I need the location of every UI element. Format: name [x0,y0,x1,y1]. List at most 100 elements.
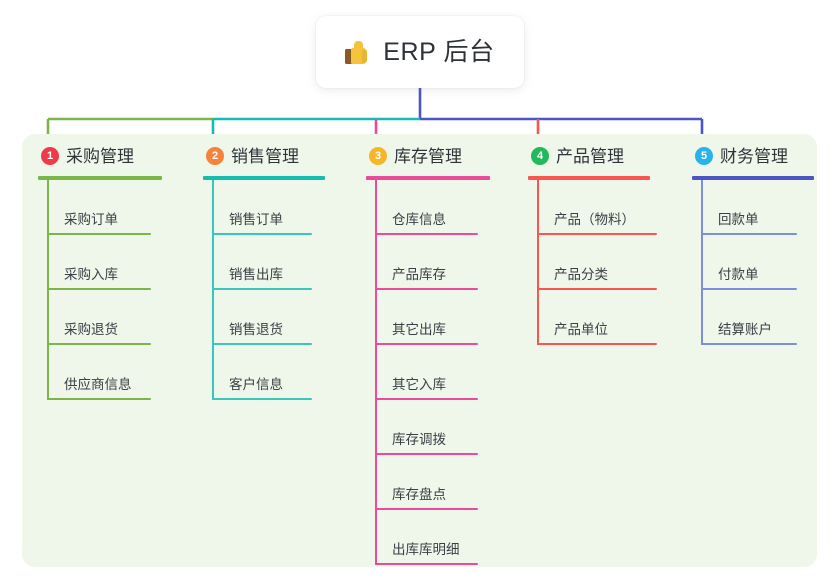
branch-header-rule-2 [203,176,325,180]
branch-item[interactable]: 其它入库 [366,345,490,400]
branch-item[interactable]: 产品单位 [528,290,657,345]
branch-item[interactable]: 其它出库 [366,290,490,345]
branch-item[interactable]: 销售订单 [203,180,325,235]
branch-header-rule-3 [366,176,490,180]
thumbs-up-icon [345,39,372,66]
branch-item[interactable]: 产品库存 [366,235,490,290]
branch-item-rule [701,233,797,235]
branch-spine-4 [537,180,539,345]
branch-header-rule-1 [38,176,162,180]
branch-item-label: 产品分类 [554,266,608,282]
branch-item-label: 销售订单 [229,211,283,227]
branch-item[interactable]: 采购入库 [38,235,162,290]
branch-item-label: 采购订单 [64,211,118,227]
branch-item[interactable]: 销售退货 [203,290,325,345]
branch-title-4: 产品管理 [556,146,624,166]
branch-item-label: 采购入库 [64,266,118,282]
branch-item-label: 销售退货 [229,321,283,337]
branch-column-3: 3 库存管理仓库信息产品库存其它出库其它入库库存调拨库存盘点出库库明细 [366,143,490,565]
branch-item-label: 付款单 [718,266,759,282]
branch-title-1: 采购管理 [66,146,134,166]
branch-item-rule [47,398,151,400]
branch-item[interactable]: 采购订单 [38,180,162,235]
branch-badge-1: 1 [41,147,59,165]
branch-spine-3 [375,180,377,565]
branch-item-label: 采购退货 [64,321,118,337]
branch-item-rule [212,398,312,400]
branch-items-4: 产品（物料） 产品分类产品单位 [528,180,657,345]
branch-header-3[interactable]: 3 库存管理 [366,143,490,169]
branch-header-rule-4 [528,176,650,180]
branch-item-label: 客户信息 [229,376,283,392]
branch-item-rule [375,508,478,510]
branch-item[interactable]: 采购退货 [38,290,162,345]
branch-title-2: 销售管理 [231,146,299,166]
branch-item[interactable]: 产品（物料） [528,180,657,235]
branch-item[interactable]: 出库库明细 [366,510,490,565]
branch-items-3: 仓库信息产品库存其它出库其它入库库存调拨库存盘点出库库明细 [366,180,490,565]
branch-column-1: 1 采购管理采购订单采购入库采购退货供应商信息 [38,143,162,400]
branch-item[interactable]: 客户信息 [203,345,325,400]
branch-item-label: 库存盘点 [392,486,446,502]
branch-item[interactable]: 销售出库 [203,235,325,290]
branch-item[interactable]: 库存盘点 [366,455,490,510]
branch-column-2: 2 销售管理销售订单销售出库销售退货客户信息 [203,143,325,400]
branch-badge-2: 2 [206,147,224,165]
branch-header-4[interactable]: 4 产品管理 [528,143,650,169]
branch-badge-3: 3 [369,147,387,165]
branch-item-rule [212,233,312,235]
branch-item[interactable]: 仓库信息 [366,180,490,235]
branch-item-rule [537,288,657,290]
branch-spine-2 [212,180,214,400]
branch-item[interactable]: 产品分类 [528,235,657,290]
branch-item-rule [47,343,151,345]
branch-item-label: 供应商信息 [64,376,132,392]
branch-item-rule [212,343,312,345]
branch-item-label: 产品（物料） [554,211,635,227]
branch-item-rule [701,343,797,345]
branch-title-5: 财务管理 [720,146,788,166]
branch-item-label: 销售出库 [229,266,283,282]
branch-header-rule-5 [692,176,814,180]
branch-spine-5 [701,180,703,345]
branch-item-label: 产品单位 [554,321,608,337]
branch-items-1: 采购订单采购入库采购退货供应商信息 [38,180,162,400]
branch-item[interactable]: 库存调拨 [366,400,490,455]
root-node-content: ERP 后台 [345,39,495,66]
branch-header-2[interactable]: 2 销售管理 [203,143,325,169]
branch-item-label: 产品库存 [392,266,446,282]
branch-header-1[interactable]: 1 采购管理 [38,143,162,169]
branch-items-2: 销售订单销售出库销售退货客户信息 [203,180,325,400]
branch-item-rule [375,288,478,290]
branch-item-rule [47,233,151,235]
branch-item[interactable]: 付款单 [692,235,814,290]
branch-item-rule [701,288,797,290]
branch-item-label: 回款单 [718,211,759,227]
branch-item-label: 结算账户 [718,321,772,337]
branch-item-label: 其它出库 [392,321,446,337]
branch-column-4: 4 产品管理产品（物料） 产品分类产品单位 [528,143,657,345]
branch-item[interactable]: 回款单 [692,180,814,235]
branch-item-rule [212,288,312,290]
branch-item-label: 仓库信息 [392,211,446,227]
branches-panel [22,134,817,567]
branch-item-rule [47,288,151,290]
branch-items-5: 回款单付款单结算账户 [692,180,814,345]
branch-item-label: 库存调拨 [392,431,446,447]
branch-badge-4: 4 [531,147,549,165]
branch-title-3: 库存管理 [394,146,462,166]
branch-item-rule [375,453,478,455]
root-node[interactable]: ERP 后台 [316,16,524,88]
branch-item-label: 其它入库 [392,376,446,392]
root-title: ERP 后台 [383,37,495,66]
branch-item-rule [375,398,478,400]
branch-item[interactable]: 结算账户 [692,290,814,345]
branch-item-rule [375,563,478,565]
branch-item-rule [537,343,657,345]
branch-columns: 1 采购管理采购订单采购入库采购退货供应商信息 2 销售管理销售订单销售出库销售退货客… [22,134,817,567]
branch-item-rule [537,233,657,235]
branch-item-rule [375,233,478,235]
branch-item[interactable]: 供应商信息 [38,345,162,400]
